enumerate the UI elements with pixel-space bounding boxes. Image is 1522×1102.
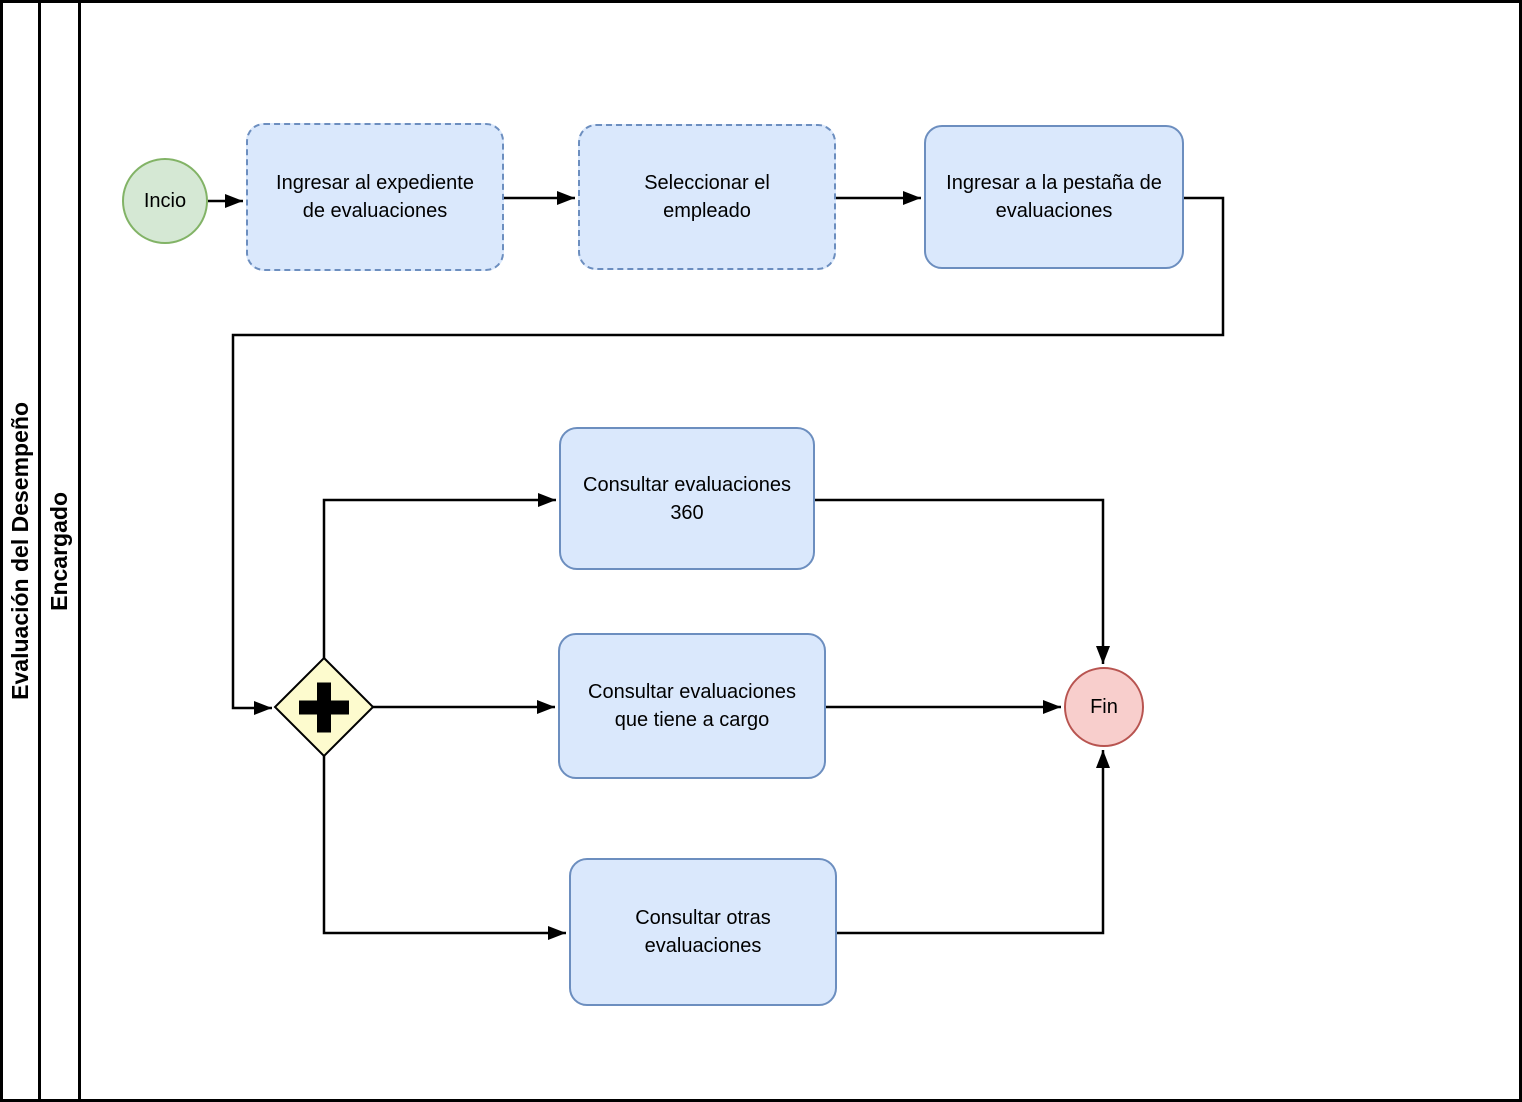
task-label: Consultar evaluaciones que tiene a cargo <box>588 681 796 731</box>
plus-icon <box>299 682 349 733</box>
start-event-label: Incio <box>143 189 187 212</box>
task-label: Consultar evaluaciones 360 <box>583 473 791 524</box>
task-consultar-360: Consultar evaluaciones 360 <box>559 427 815 570</box>
flow-otras-to-fin <box>837 750 1110 935</box>
task-label: Seleccionar el empleado <box>644 172 770 222</box>
end-event-label: Fin <box>1090 695 1118 718</box>
task-label: Ingresar a la pestaña de evaluaciones <box>946 172 1162 222</box>
flow-gateway-to-360 <box>322 493 556 658</box>
flow-pestana-to-gateway <box>231 196 1225 715</box>
flow-gateway-to-otras <box>322 756 566 940</box>
parallel-gateway <box>273 656 375 758</box>
flow-360-to-fin <box>815 498 1110 664</box>
connector-layer <box>208 191 1225 940</box>
start-event: Incio <box>122 158 208 244</box>
task-consultar-cargo: Consultar evaluaciones que tiene a cargo <box>558 633 826 779</box>
task-consultar-otras: Consultar otras evaluaciones <box>569 858 837 1006</box>
task-label: Ingresar al expediente de evaluaciones <box>276 172 474 222</box>
task-label: Consultar otras evaluaciones <box>635 907 771 957</box>
pool-title-column: Evaluación del Desempeño <box>3 3 41 1099</box>
task-ingresar-pestana: Ingresar a la pestaña de evaluaciones <box>924 125 1184 269</box>
lane-title-column: Encargado <box>41 3 81 1099</box>
end-event: Fin <box>1064 667 1144 747</box>
task-seleccionar-empleado: Seleccionar el empleado <box>578 124 836 270</box>
task-ingresar-expediente: Ingresar al expediente de evaluaciones <box>246 123 504 271</box>
